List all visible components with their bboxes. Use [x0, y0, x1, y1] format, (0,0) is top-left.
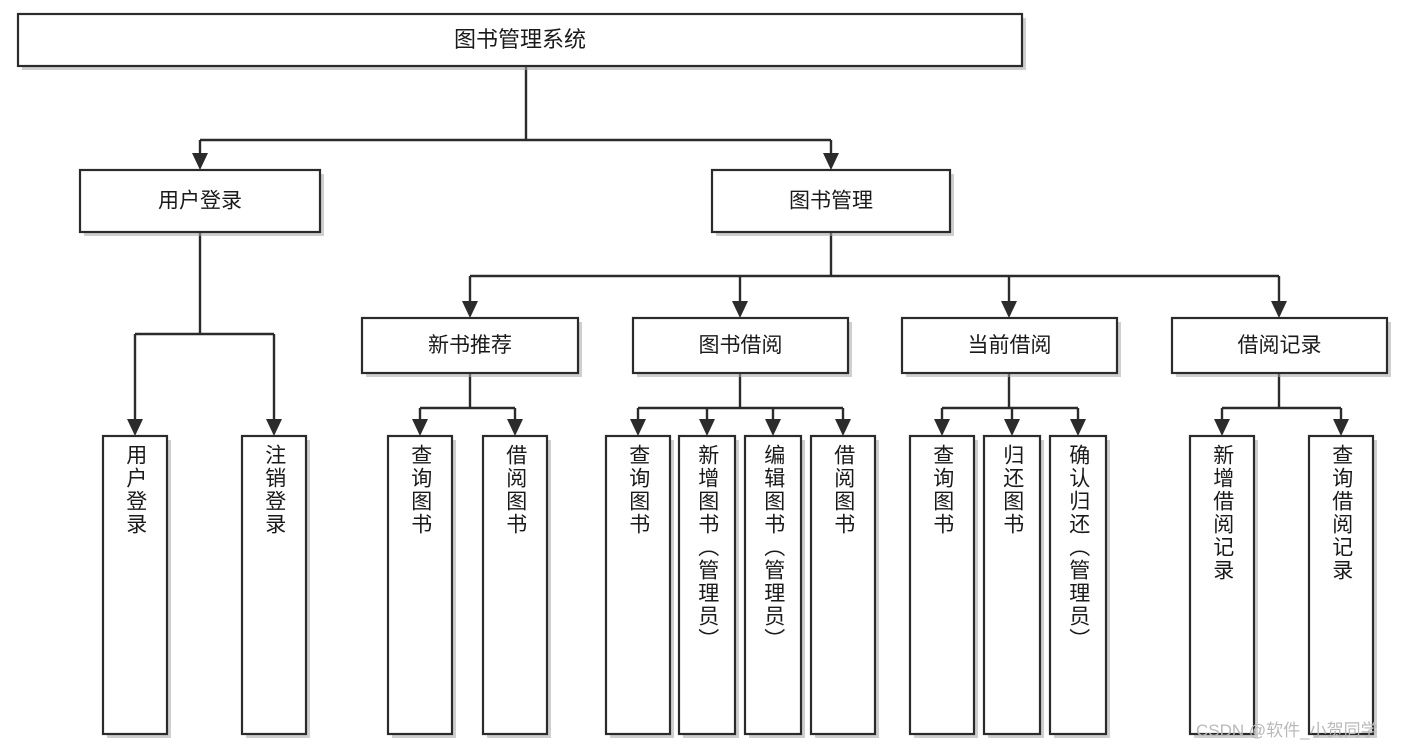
borrow-record-to-leaves-arrow-0	[1214, 419, 1230, 436]
new-book-rec-to-leaves-arrow-1	[507, 419, 523, 436]
node-book-borrow-label: 图书借阅	[699, 334, 783, 357]
borrow-record-to-leaves-arrow-1	[1333, 419, 1349, 436]
connector-layer	[127, 66, 1349, 436]
node-leaf-user-login[interactable]	[101, 434, 169, 736]
node-leaf-logout[interactable]	[240, 434, 308, 736]
node-borrow-record[interactable]	[1170, 316, 1389, 375]
userlogin-to-leaves-arrow-1	[266, 419, 282, 436]
node-leaf-query-record[interactable]	[1307, 434, 1375, 736]
node-new-book-rec[interactable]	[360, 316, 580, 375]
bookmanage-to-level3-arrow-3	[1271, 301, 1287, 318]
node-root-label: 图书管理系统	[454, 27, 586, 52]
new-book-rec-to-leaves-arrow-0	[412, 419, 428, 436]
current-borrow-to-leaves-arrow-2	[1070, 419, 1086, 436]
node-user-login[interactable]	[78, 168, 322, 234]
node-leaf-confirm-return[interactable]	[1048, 434, 1108, 736]
node-leaf-borrow-book-2[interactable]	[809, 434, 877, 736]
userlogin-to-leaves-arrow-0	[127, 419, 143, 436]
book-borrow-to-leaves-arrow-0	[630, 419, 646, 436]
node-box-layer	[16, 12, 1391, 738]
node-book-borrow[interactable]	[631, 316, 850, 375]
node-new-book-rec-label: 新书推荐	[428, 334, 512, 357]
bookmanage-to-level3-arrow-0	[462, 301, 478, 318]
current-borrow-to-leaves-arrow-0	[934, 419, 950, 436]
node-root-title[interactable]	[16, 12, 1024, 68]
root-to-level2-arrow-1	[823, 153, 839, 170]
node-book-manage-label: 图书管理	[789, 190, 873, 213]
node-leaf-add-record[interactable]	[1188, 434, 1256, 736]
book-borrow-to-leaves-arrow-1	[699, 419, 715, 436]
node-leaf-borrow-book-1[interactable]	[481, 434, 549, 736]
node-user-login-label: 用户登录	[158, 190, 242, 213]
node-borrow-record-label: 借阅记录	[1238, 334, 1322, 357]
bookmanage-to-level3-arrow-2	[1001, 301, 1017, 318]
node-current-borrow[interactable]	[900, 316, 1119, 375]
node-leaf-return-book[interactable]	[982, 434, 1042, 736]
node-leaf-add-book[interactable]	[677, 434, 737, 736]
current-borrow-to-leaves-arrow-1	[1004, 419, 1020, 436]
node-book-manage[interactable]	[710, 168, 952, 234]
book-borrow-to-leaves-arrow-2	[765, 419, 781, 436]
bookmanage-to-level3-arrow-1	[732, 301, 748, 318]
node-leaf-edit-book[interactable]	[743, 434, 803, 736]
node-leaf-query-book-2[interactable]	[604, 434, 672, 736]
root-to-level2-arrow-0	[192, 153, 208, 170]
node-leaf-query-book-1[interactable]	[386, 434, 454, 736]
book-borrow-to-leaves-arrow-3	[835, 419, 851, 436]
node-current-borrow-label: 当前借阅	[968, 334, 1052, 357]
node-leaf-query-book-3[interactable]	[908, 434, 976, 736]
